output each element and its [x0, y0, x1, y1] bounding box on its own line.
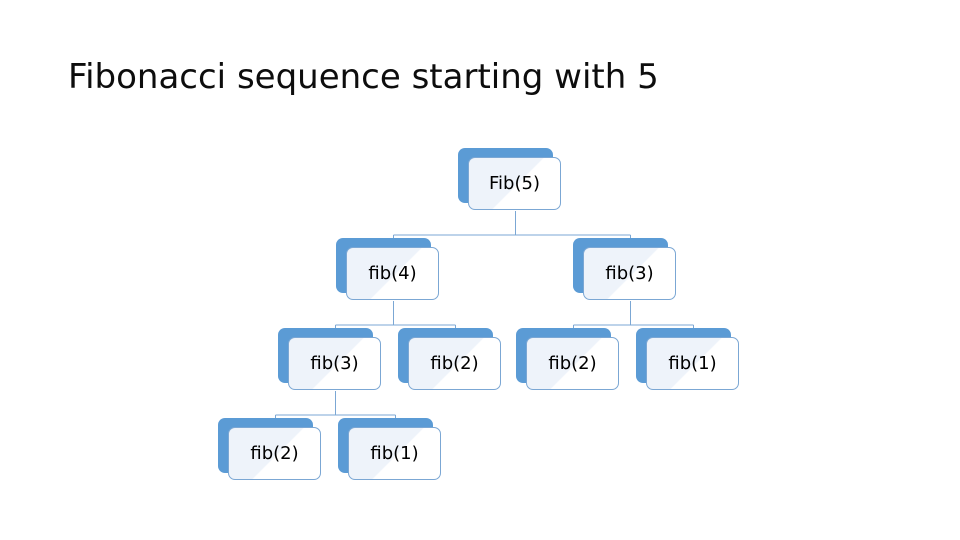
- page-title: Fibonacci sequence starting with 5: [68, 57, 659, 97]
- node-card[interactable]: fib(4): [346, 247, 439, 300]
- node-label: fib(1): [370, 442, 419, 464]
- node-label: fib(2): [548, 352, 597, 374]
- node-card[interactable]: fib(2): [526, 337, 619, 390]
- tree-node-fib2[interactable]: fib(2): [218, 418, 323, 482]
- node-label: fib(3): [310, 352, 359, 374]
- tree-node-fib1[interactable]: fib(1): [338, 418, 443, 482]
- node-label: fib(3): [605, 262, 654, 284]
- node-label: fib(4): [368, 262, 417, 284]
- node-label: fib(1): [668, 352, 717, 374]
- node-card[interactable]: Fib(5): [468, 157, 561, 210]
- tree-node-fib4[interactable]: fib(4): [336, 238, 441, 302]
- tree-node-fib2[interactable]: fib(2): [516, 328, 621, 392]
- node-label: fib(2): [250, 442, 299, 464]
- tree-node-fib1[interactable]: fib(1): [636, 328, 741, 392]
- node-card[interactable]: fib(2): [228, 427, 321, 480]
- tree-node-fib5[interactable]: Fib(5): [458, 148, 563, 212]
- node-label: fib(2): [430, 352, 479, 374]
- tree-node-fib2[interactable]: fib(2): [398, 328, 503, 392]
- node-card[interactable]: fib(3): [583, 247, 676, 300]
- node-card[interactable]: fib(2): [408, 337, 501, 390]
- tree-node-fib3[interactable]: fib(3): [573, 238, 678, 302]
- node-card[interactable]: fib(1): [348, 427, 441, 480]
- node-card[interactable]: fib(1): [646, 337, 739, 390]
- node-label: Fib(5): [489, 172, 540, 194]
- node-card[interactable]: fib(3): [288, 337, 381, 390]
- tree-node-fib3[interactable]: fib(3): [278, 328, 383, 392]
